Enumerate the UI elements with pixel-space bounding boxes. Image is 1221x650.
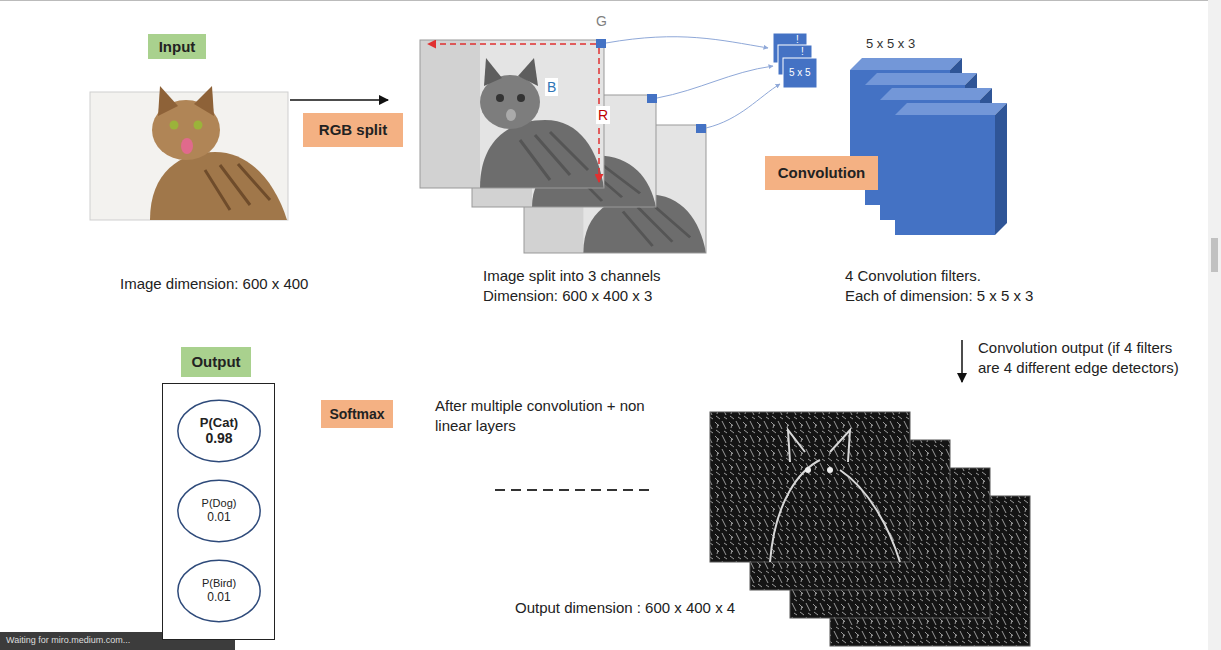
- caption: Each of dimension: 5 x 5 x 3: [845, 286, 1033, 306]
- note: After multiple convolution + non linear …: [435, 396, 650, 435]
- step-tag: Softmax: [321, 400, 392, 428]
- caption: Output dimension : 600 x 400 x 4: [515, 598, 735, 618]
- probability-value: 0.98: [205, 430, 232, 447]
- probability-ellipse: P(Cat)0.98: [177, 399, 261, 463]
- filter-size: 5 x 5: [789, 66, 811, 79]
- caption: Image split into 3 channels: [483, 266, 661, 286]
- probability-ellipse: P(Bird)0.01: [177, 559, 261, 623]
- class-name: P(Dog): [202, 497, 237, 510]
- mark: !: [796, 33, 799, 46]
- status-text: Waiting for miro.medium.com...: [6, 635, 130, 647]
- probability-ellipse: P(Dog)0.01: [177, 479, 261, 543]
- caption: Dimension: 600 x 400 x 3: [483, 286, 652, 306]
- caption: Image dimension: 600 x 400: [120, 274, 308, 294]
- probability-value: 0.01: [207, 590, 230, 604]
- step-tag: Convolution: [765, 156, 878, 190]
- note: Convolution output (if 4 filters are 4 d…: [978, 338, 1188, 377]
- step-tag: RGB split: [303, 113, 403, 147]
- mark: !: [801, 45, 804, 58]
- channel-letter: B: [545, 78, 558, 96]
- panel-heading: Output: [181, 347, 251, 377]
- filter-size: 5 x 5 x 3: [866, 36, 915, 53]
- channel-letter: G: [594, 12, 609, 30]
- tag-label: Convolution: [778, 164, 865, 182]
- class-name: P(Bird): [202, 577, 236, 590]
- tag-label: Input: [159, 38, 196, 56]
- output-panel: OutputP(Cat)0.98P(Dog)0.01P(Bird)0.01: [162, 383, 275, 640]
- tag-label: RGB split: [319, 121, 387, 139]
- channel-letter: R: [596, 106, 610, 124]
- caption: 4 Convolution filters.: [845, 266, 981, 286]
- input-tag: Input: [148, 34, 206, 59]
- tag-label: Softmax: [329, 406, 384, 423]
- class-name: P(Cat): [200, 415, 238, 431]
- probability-value: 0.01: [207, 510, 230, 524]
